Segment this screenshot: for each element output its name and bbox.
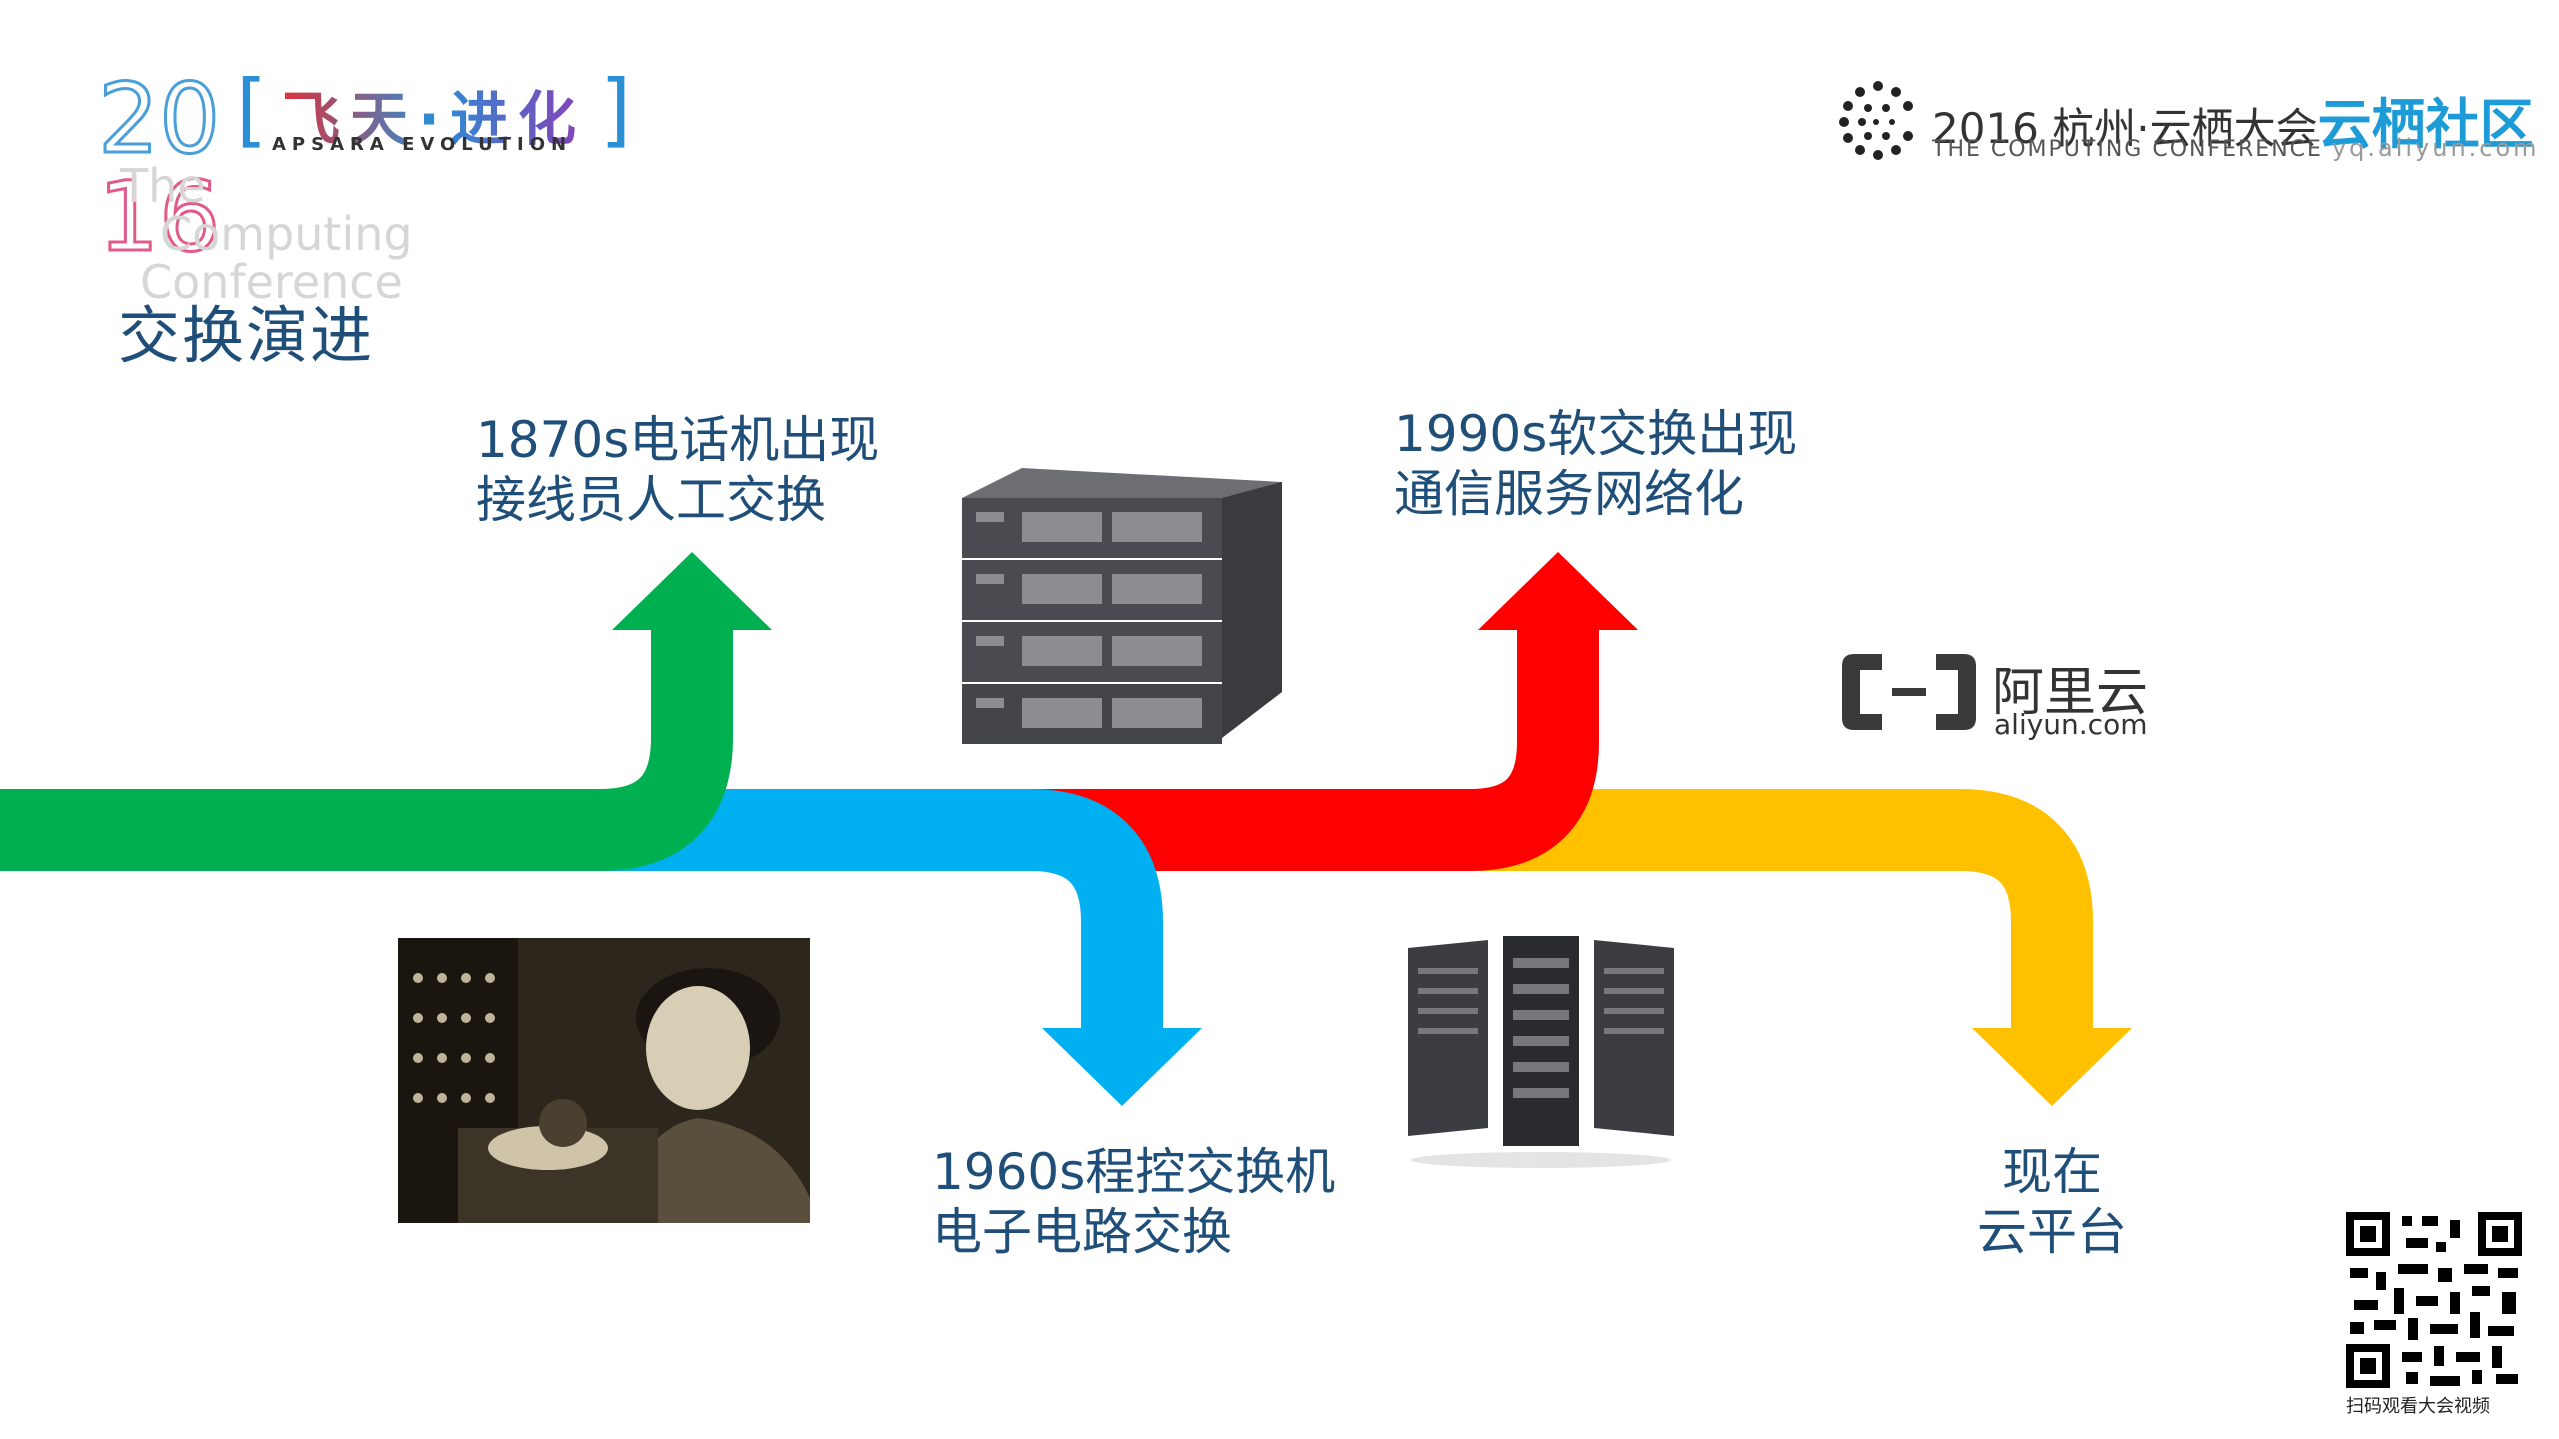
logo-bracket-open: [ [236, 63, 268, 156]
subtitle-line-3: Conference [140, 255, 403, 309]
qr-code-icon[interactable] [2346, 1212, 2522, 1388]
year-bottom-text: 16 [98, 161, 220, 260]
aliyun-name-cn: 阿里云 [1992, 663, 2149, 723]
stage-1990s-caption: 1990s软交换出现 通信服务网络化 [1394, 404, 1797, 524]
conference-brand: 云栖社区 [2317, 93, 2534, 156]
subtitle-line-1: The [120, 159, 206, 213]
cloud-community-logo-icon [1839, 81, 1913, 160]
conference-title: 2016 杭州·云栖大会云栖社区 [1932, 80, 2534, 159]
stage-1870s-caption: 1870s电话机出现 接线员人工交换 [476, 410, 879, 530]
subtitle-line-2: Computing [160, 207, 413, 261]
year-top-text: 20 [98, 63, 220, 175]
stage-1870s-line1: 1870s电话机出现 [476, 411, 880, 469]
stage-now-line2: 云平台 [1977, 1203, 2127, 1261]
arrow-1870s [0, 552, 772, 871]
conference-url: yq.aliyun.com [2331, 134, 2540, 162]
arrow-1960s [560, 789, 1202, 1106]
qr-caption: 扫码观看大会视频 [2346, 1396, 2490, 1417]
conference-subtitle: THE COMPUTING CONFERENCE yq.aliyun.com [1932, 134, 2540, 162]
event-name-cn-text: 飞天·进化 [282, 85, 587, 153]
server-rack-icon [1398, 928, 1684, 1174]
pbx-switch-icon [962, 468, 1282, 744]
stage-now-line1: 现在 [2002, 1143, 2102, 1201]
stage-1960s-line1: 1960s程控交换机 [932, 1143, 1336, 1201]
stage-1960s-line2: 电子电路交换 [932, 1203, 1232, 1261]
conference-subtitle-text: THE COMPUTING CONFERENCE [1932, 137, 2323, 162]
logo-bracket-close: ] [600, 63, 632, 156]
arrow-1990s [1020, 552, 1638, 871]
event-year-logo: 20 16 [98, 62, 222, 261]
photo-operator-icon [398, 938, 810, 1223]
stage-1960s-caption: 1960s程控交换机 电子电路交换 [932, 1142, 1335, 1262]
event-name-cn: 飞天·进化 [282, 72, 586, 156]
arrow-now [1480, 789, 2132, 1106]
event-logo-subtitle: The Computing Conference [120, 162, 413, 306]
event-name-en: APSARA EVOLUTION [272, 134, 573, 155]
stage-1990s-line1: 1990s软交换出现 [1394, 405, 1798, 463]
slide-title: 交换演进 [118, 299, 375, 372]
stage-1990s-line2: 通信服务网络化 [1394, 465, 1744, 523]
stage-now-caption: 现在 云平台 [1952, 1142, 2152, 1262]
aliyun-name-en: aliyun.com [1994, 708, 2148, 741]
aliyun-logo-icon [1842, 654, 1976, 730]
stage-1870s-line2: 接线员人工交换 [476, 471, 826, 529]
conference-title-text: 2016 杭州·云栖大会 [1932, 104, 2318, 153]
